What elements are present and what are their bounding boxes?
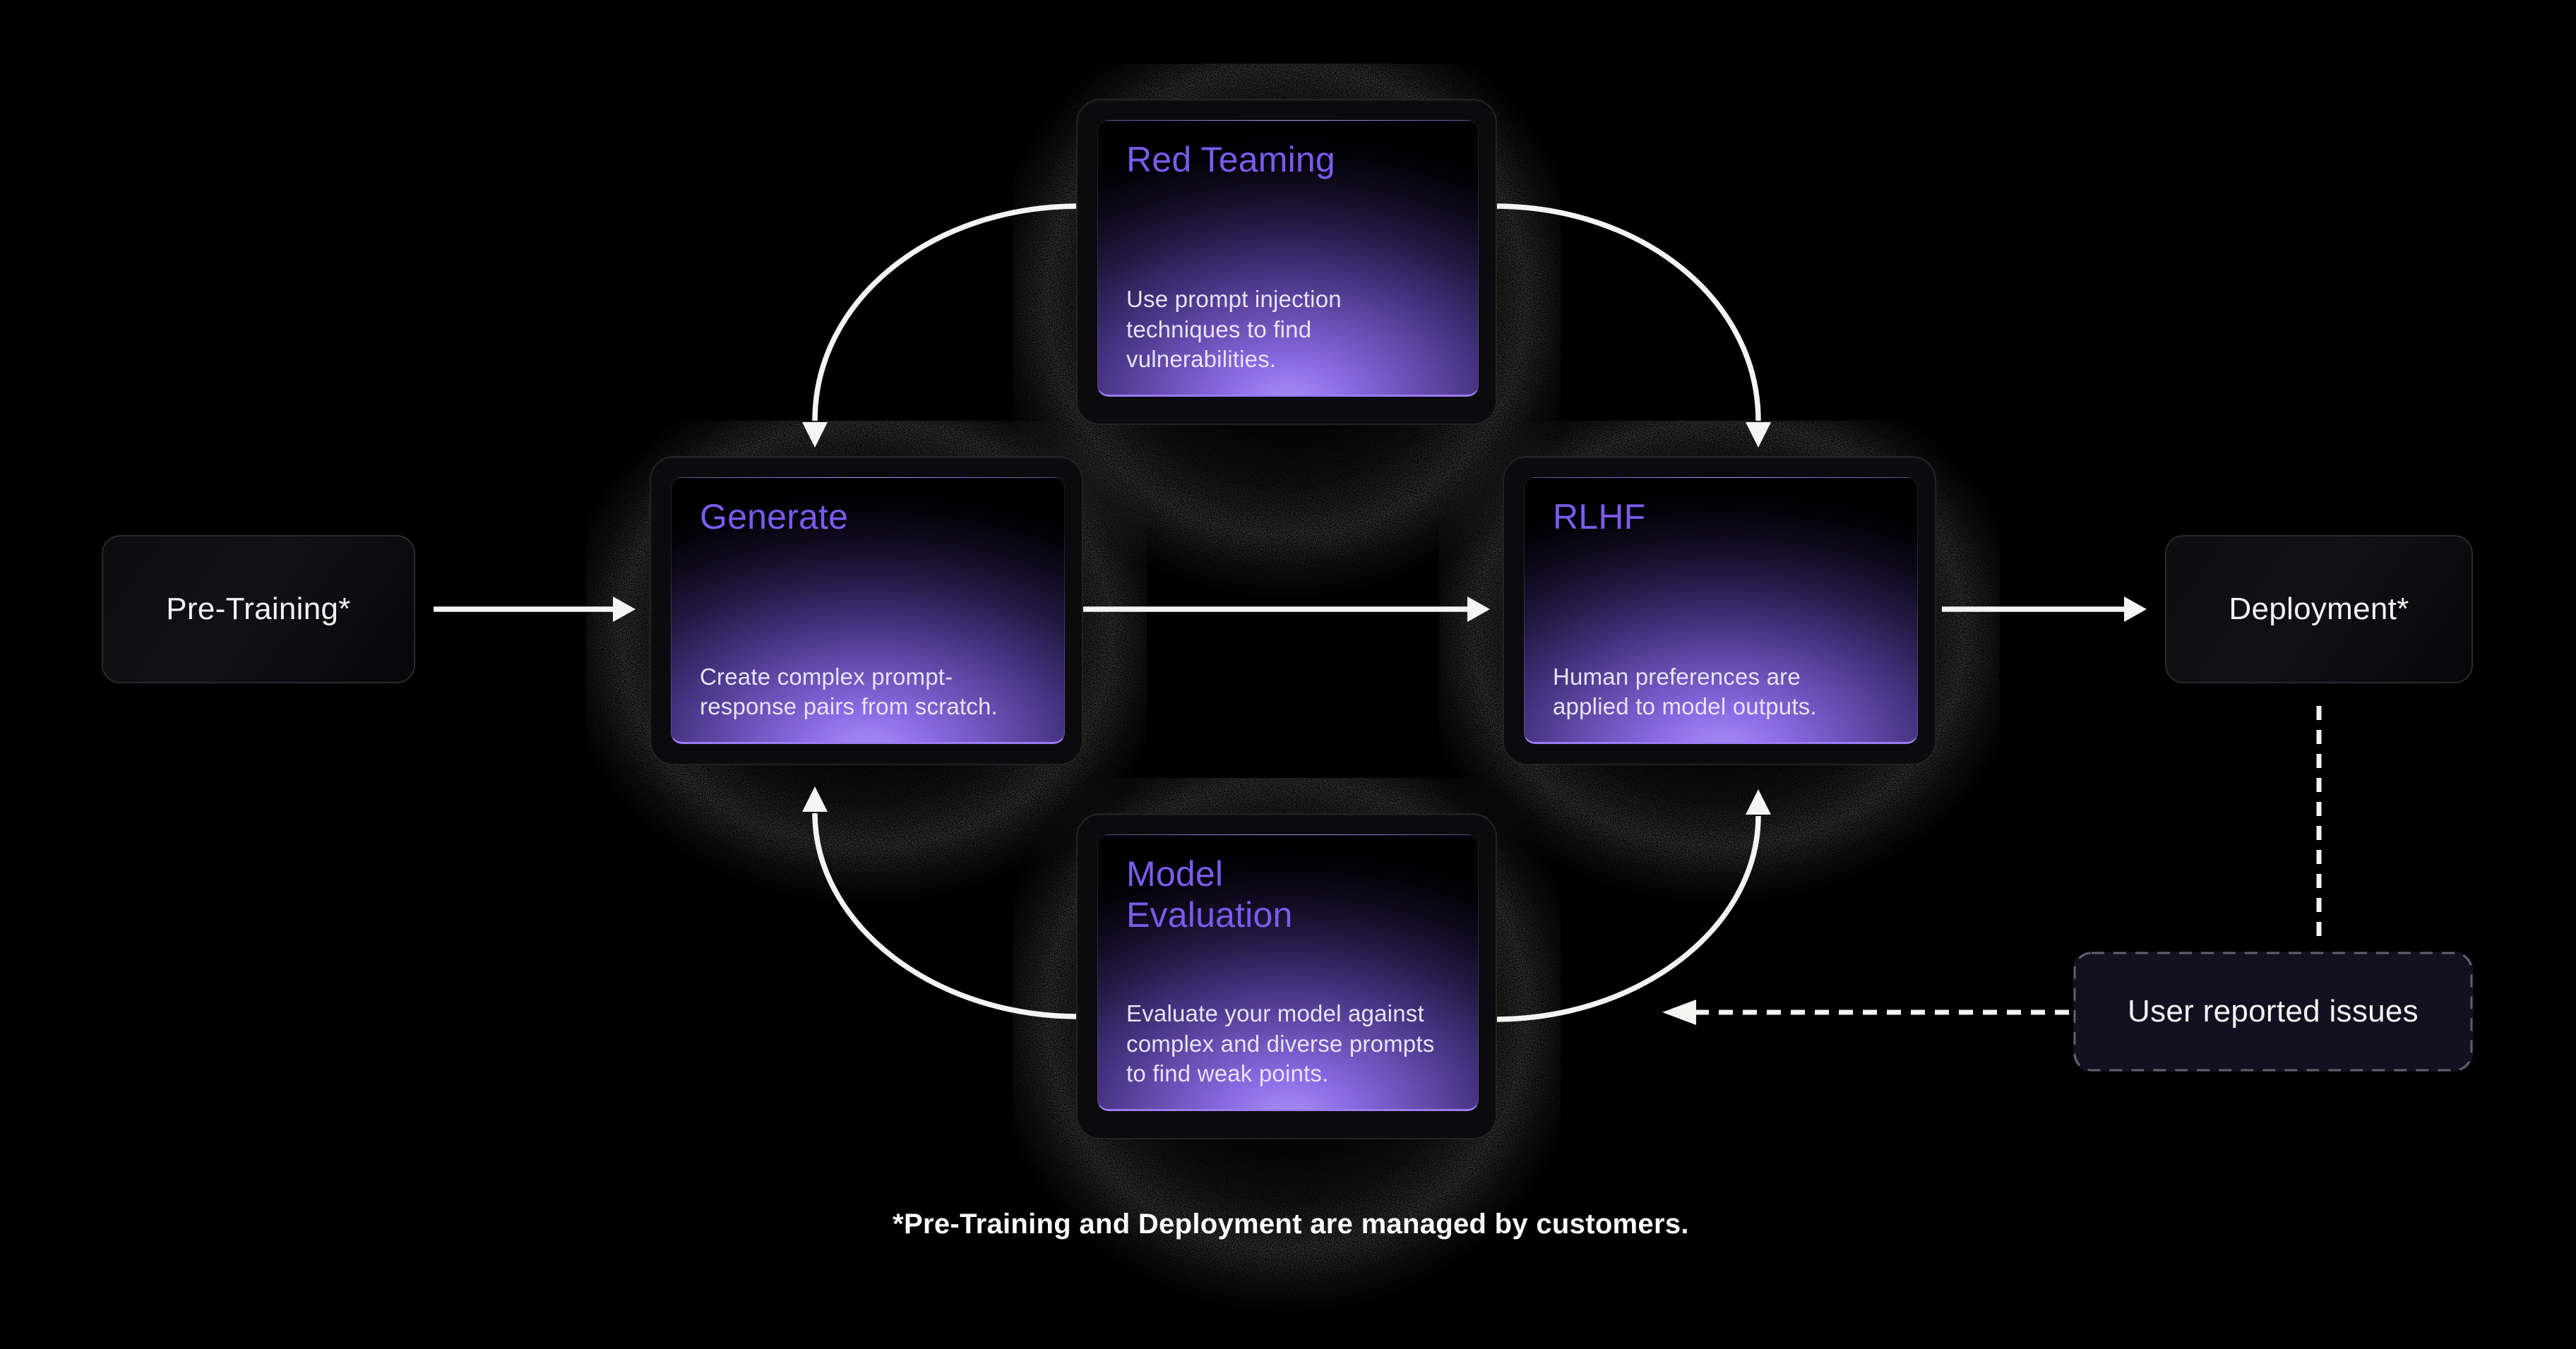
node-generate: Generate Create complex prompt- response… [650,456,1083,765]
generate-title: Generate [700,497,849,536]
red-teaming-card: Red Teaming Use prompt injection techniq… [1097,120,1479,397]
rlhf-card: RLHF Human preferences are applied to mo… [1524,477,1918,744]
pre-training-label: Pre-Training* [166,592,351,626]
arrow-redteaming-to-rlhf [1493,203,1761,421]
red-teaming-title: Red Teaming [1126,140,1335,179]
rlhf-title: RLHF [1553,497,1646,536]
model-evaluation-card: Model Evaluation Evaluate your model aga… [1097,834,1479,1111]
arrow-modeleval-to-generate [812,813,1080,1019]
red-teaming-description: Use prompt injection techniques to find … [1126,286,1342,373]
node-pre-training: Pre-Training* [102,535,415,683]
arrowhead-modeleval-to-rlhf [1746,789,1771,815]
generate-description: Create complex prompt- response pairs fr… [700,663,998,720]
model-evaluation-description: Evaluate your model against complex and … [1126,1000,1435,1087]
node-model-evaluation: Model Evaluation Evaluate your model aga… [1076,813,1497,1139]
arrowhead-redteaming-to-rlhf [1746,422,1771,448]
node-deployment: Deployment* [2165,535,2473,683]
arrow-redteaming-to-generate [812,203,1080,421]
arrowhead-userissues-to-modeleval [1662,1000,1696,1025]
deployment-label: Deployment* [2229,592,2409,626]
arrowhead-pretraining-to-generate [613,596,636,622]
arrowhead-generate-to-rlhf [1467,596,1490,622]
generate-card: Generate Create complex prompt- response… [671,477,1065,744]
model-evaluation-title: Model Evaluation [1126,854,1293,935]
user-reported-issues-label: User reported issues [2128,994,2419,1029]
arrow-modeleval-to-rlhf [1493,815,1761,1022]
arrowhead-redteaming-to-generate [802,422,828,448]
arrowhead-modeleval-to-generate [802,786,828,812]
node-red-teaming: Red Teaming Use prompt injection techniq… [1076,99,1497,425]
node-rlhf: RLHF Human preferences are applied to mo… [1503,456,1936,765]
arrowhead-rlhf-to-deployment [2124,596,2147,622]
footnote: *Pre-Training and Deployment are managed… [893,1209,1689,1240]
rlhf-description: Human preferences are applied to model o… [1553,663,1817,720]
node-user-reported-issues: User reported issues [2073,952,2473,1072]
